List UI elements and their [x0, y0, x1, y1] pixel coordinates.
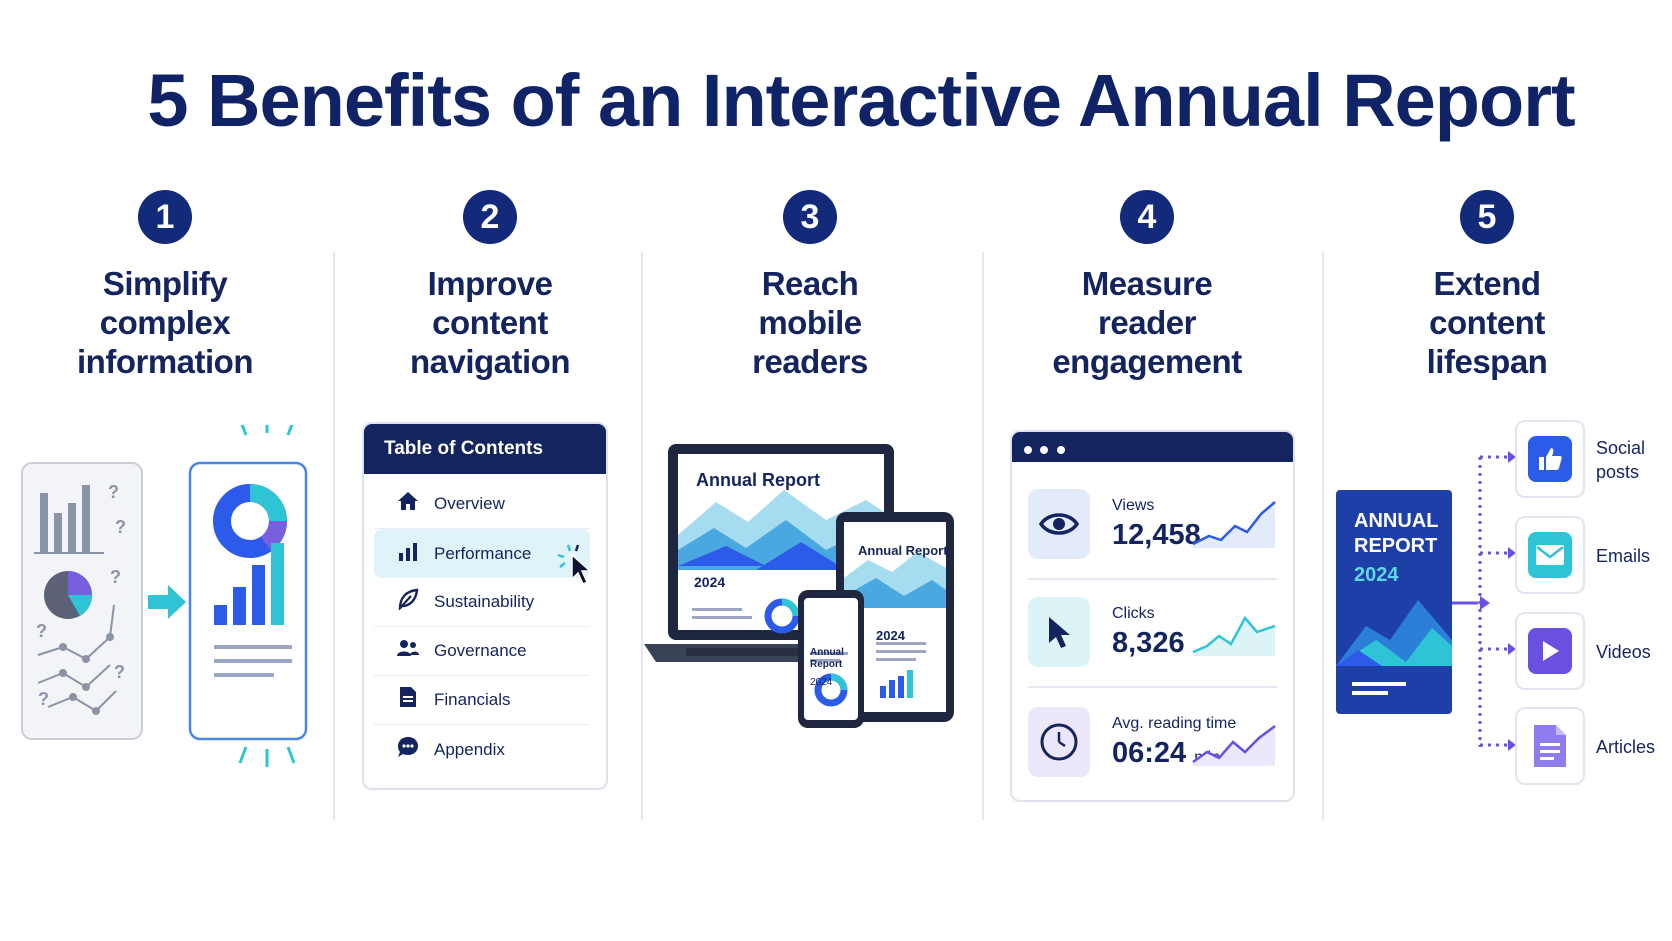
svg-text:?: ? — [36, 621, 47, 641]
distribution-connectors — [1452, 451, 1516, 751]
cover-title-line-2: REPORT — [1354, 535, 1438, 557]
toc-item-governance[interactable]: Governance — [374, 627, 590, 676]
cover-year: 2024 — [1354, 564, 1399, 586]
cover-title-line-1: ANNUAL — [1354, 510, 1439, 532]
sparkline — [1192, 615, 1276, 656]
metric-clicks: Clicks 8,326 — [1028, 584, 1277, 680]
svg-text:?: ? — [115, 517, 126, 537]
tablet-report-year: 2024 — [876, 628, 905, 643]
toc-item-overview[interactable]: Overview — [374, 480, 590, 529]
step-number: 5 — [1460, 190, 1514, 244]
cursor-icon — [1028, 597, 1090, 667]
envelope-icon — [1528, 532, 1572, 578]
complex-to-simple-illustration: ? ? ? ? ? ? — [21, 425, 308, 767]
metric-divider — [1028, 686, 1277, 688]
document-icon — [392, 686, 424, 714]
thumbs-up-icon — [1528, 436, 1572, 482]
channel-emails[interactable] — [1515, 516, 1585, 594]
sparkline — [1192, 501, 1276, 548]
column-divider — [1322, 252, 1324, 820]
phone-report-title: Annual Report — [810, 647, 844, 670]
document-icon — [1528, 723, 1572, 769]
metric-reading-time: Avg. reading time 06:24 min — [1028, 694, 1277, 790]
channel-label: Emails — [1596, 546, 1651, 566]
phone-report-year: 2024 — [810, 677, 833, 688]
leaf-icon — [392, 588, 424, 616]
engagement-dashboard-card: Views 12,458 Clicks 8,326 Avg. reading t… — [1010, 430, 1295, 802]
channel-label: Videos — [1596, 642, 1651, 662]
toc-item-sustainability[interactable]: Sustainability — [374, 578, 590, 627]
metric-value: 12,458 — [1112, 518, 1201, 551]
window-dot-icon — [1040, 446, 1049, 454]
toc-item-label: Overview — [434, 494, 505, 513]
channel-label: Social posts — [1596, 438, 1646, 482]
metric-views: Views 12,458 — [1028, 476, 1277, 572]
report-cover — [1336, 490, 1452, 714]
laptop-report-year: 2024 — [694, 574, 726, 590]
column-divider — [982, 252, 984, 820]
people-icon — [392, 638, 424, 664]
table-of-contents-card: Table of Contents Overview Performance — [362, 422, 608, 790]
metric-label: Views — [1112, 496, 1155, 514]
column-divider — [333, 252, 335, 820]
svg-text:?: ? — [38, 689, 49, 709]
clock-icon — [1028, 707, 1090, 777]
window-dot-icon — [1024, 446, 1032, 454]
channel-articles[interactable] — [1515, 707, 1585, 785]
play-icon — [1528, 628, 1572, 674]
chat-bubble-icon — [392, 736, 424, 764]
toc-item-financials[interactable]: Financials — [374, 676, 590, 725]
toc-item-performance[interactable]: Performance — [374, 529, 592, 586]
cursor-click-icon — [557, 544, 592, 586]
eye-icon — [1028, 489, 1090, 559]
bar-chart-icon — [392, 541, 424, 567]
metric-label: Avg. reading time — [1112, 714, 1237, 732]
step-number: 2 — [463, 190, 517, 244]
page-title: 5 Benefits of an Interactive Annual Repo… — [147, 59, 1575, 142]
svg-text:?: ? — [114, 662, 125, 682]
sparkline — [1192, 725, 1276, 766]
channel-videos[interactable] — [1515, 612, 1585, 690]
svg-text:?: ? — [110, 567, 121, 587]
channel-label: Articles — [1596, 737, 1656, 757]
toc-item-label: Financials — [434, 690, 511, 709]
multi-device-illustration — [644, 444, 954, 728]
tablet-report-title: Annual Report — [858, 543, 948, 558]
toc-item-label: Sustainability — [434, 592, 535, 611]
toc-title: Table of Contents — [364, 424, 606, 474]
column-divider — [641, 252, 643, 820]
metric-divider — [1028, 578, 1277, 580]
svg-text:?: ? — [108, 482, 119, 502]
home-icon — [392, 491, 424, 517]
toc-item-label: Appendix — [434, 739, 505, 759]
toc-item-label: Performance — [434, 543, 532, 563]
toc-item-label: Governance — [434, 641, 527, 660]
channel-social-posts[interactable] — [1515, 420, 1585, 498]
step-number: 4 — [1120, 190, 1174, 244]
metric-value: 8,326 — [1112, 626, 1185, 659]
dashboard-title-bar — [1012, 432, 1293, 462]
window-dot-icon — [1056, 446, 1065, 454]
laptop-report-title: Annual Report — [696, 470, 820, 490]
step-number: 3 — [783, 190, 837, 244]
toc-item-appendix[interactable]: Appendix — [374, 725, 590, 774]
metric-label: Clicks — [1112, 604, 1155, 622]
step-number: 1 — [138, 190, 192, 244]
